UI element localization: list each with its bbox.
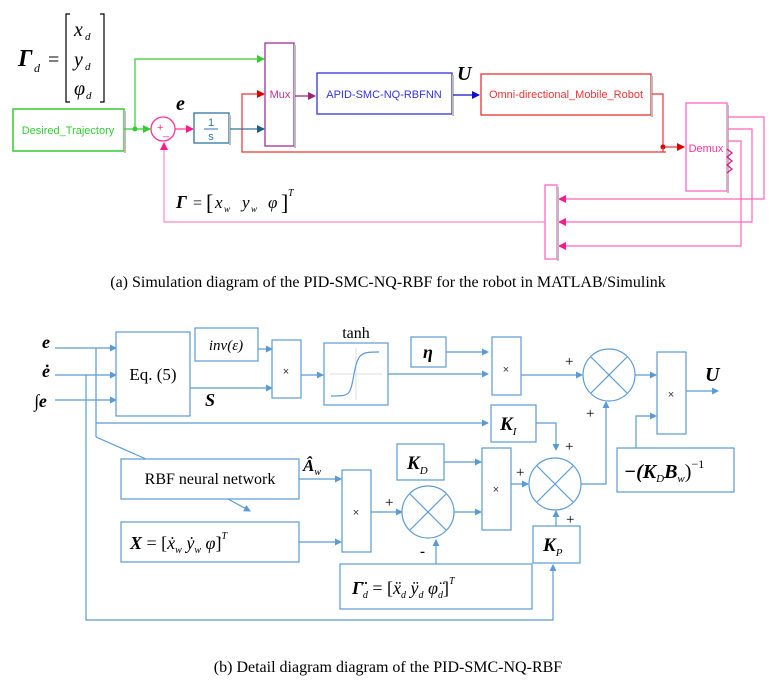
multiplier-1[interactable]: × [271, 339, 302, 399]
xw-sub: w [224, 204, 230, 214]
svg-text:]: ] [281, 190, 288, 215]
input-e-dot: ė [42, 361, 50, 381]
yw-entry: y [240, 193, 250, 212]
controller-block[interactable]: APID-SMC-NQ-RBFNN [316, 72, 454, 116]
transpose-mark: T [288, 188, 295, 199]
plus-sign: + [385, 495, 393, 511]
multiplier-output[interactable]: × [656, 351, 687, 435]
mux-label: Mux [270, 89, 291, 101]
sum-junction-top[interactable] [582, 348, 636, 402]
yw-sub: w [251, 204, 257, 214]
eq5-label: Eq. (5) [129, 365, 176, 384]
rbf-neural-network-block[interactable]: RBF neural network [120, 458, 300, 500]
yd-sub: d [85, 61, 91, 73]
input-e: e [42, 332, 50, 352]
sum-block[interactable]: + _ [150, 116, 176, 142]
plus-sign: + [565, 354, 573, 370]
eta-block[interactable]: η [410, 336, 447, 368]
svg-text:=: = [193, 195, 202, 212]
demux-label: Demux [689, 143, 724, 155]
robot-to-demux-line [652, 93, 685, 151]
integrator-block[interactable]: 1 s [193, 112, 231, 145]
rbf-label: RBF neural network [145, 471, 276, 488]
input-integral-e: ∫e [33, 391, 47, 412]
input-labels: e ė ∫e [33, 332, 50, 412]
trajectory-to-mux-line [134, 55, 265, 129]
caption-a: (a) Simulation diagram of the PID-SMC-NQ… [110, 274, 666, 291]
phi-entry: φ [268, 193, 277, 212]
kd-block[interactable]: KD [396, 443, 445, 481]
integrator-numerator: 1 [208, 117, 214, 129]
plus-sign: + [565, 439, 573, 455]
gamma-d-symbol: Γ [17, 46, 33, 72]
robot-block[interactable]: Omni-directional_Mobile_Robot [480, 73, 653, 117]
xd-entry: x [73, 19, 83, 41]
inv-eps-label: inv(ε) [209, 338, 243, 354]
feedback-vector-label: Γ = [ x w y w φ ] T [175, 188, 295, 215]
gamma-symbol: Γ [175, 192, 187, 212]
integrator-denominator: s [208, 131, 214, 143]
svg-text:=: = [48, 49, 59, 71]
multiply-sign: × [503, 364, 509, 376]
phid-entry: φ [74, 78, 85, 100]
desired-trajectory-label: Desired_Trajectory [22, 125, 115, 137]
plus-sign: + [586, 406, 594, 422]
plus-sign: + [566, 512, 574, 528]
sum-junction-lower-right[interactable] [528, 457, 582, 511]
yd-entry: y [72, 49, 83, 71]
sliding-surface-label: S [205, 390, 215, 410]
gamma-ddot-block[interactable]: Γ̈d = [ẍd ÿd φ̈d]T [339, 563, 533, 610]
robot-label: Omni-directional_Mobile_Robot [489, 89, 643, 101]
multiply-sign: × [283, 366, 289, 378]
multiplier-4[interactable]: × [481, 447, 512, 531]
xw-entry: x [214, 193, 223, 212]
mux-block[interactable]: Mux [264, 42, 296, 148]
x-vector-expression: X = [ẋw ẏw φ̇]T [129, 531, 228, 556]
sum-junction-lower-left[interactable] [401, 485, 455, 539]
eq5-block[interactable]: Eq. (5) [115, 331, 191, 417]
tanh-title: tanh [342, 325, 370, 342]
gain-inverse-block[interactable]: −(KDBw)−1 [616, 447, 735, 493]
error-signal-label: e [176, 93, 185, 115]
eta-label: η [423, 342, 433, 362]
ki-label: KI [499, 414, 518, 438]
svg-text:+: + [157, 122, 163, 134]
output-u-label: U [705, 364, 721, 386]
svg-text:[: [ [206, 190, 213, 215]
demux-output-lines [558, 116, 765, 250]
tanh-curve-icon [330, 351, 380, 397]
kp-block[interactable]: KP [532, 525, 581, 564]
feedback-mux-block[interactable] [544, 184, 559, 261]
multiplier-3[interactable]: × [341, 469, 372, 553]
caption-b: (b) Detail diagram diagram of the PID-SM… [214, 659, 562, 676]
multiply-sign: × [668, 389, 674, 401]
multiply-sign: × [353, 507, 359, 519]
desired-trajectory-block[interactable]: Desired_Trajectory [12, 108, 126, 153]
reference-vector-label: Γ d = x d y d φ d [17, 13, 105, 103]
multiply-sign: × [493, 484, 499, 496]
plus-sign: + [516, 465, 524, 481]
xd-sub: d [85, 31, 91, 43]
multiplier-2[interactable]: × [491, 336, 522, 396]
feedback-to-sum-line [160, 142, 545, 223]
svg-text:_: _ [162, 126, 170, 138]
gamma-d-subscript: d [34, 61, 41, 75]
controller-label: APID-SMC-NQ-RBFNN [326, 89, 442, 101]
kd-label: KD [406, 453, 428, 477]
kp-label: KP [542, 535, 563, 559]
ki-block[interactable]: KI [490, 404, 537, 443]
tanh-block[interactable] [323, 342, 389, 406]
minus-sign: - [420, 544, 425, 560]
control-signal-label: U [457, 63, 473, 85]
robot-output-to-mux-line [241, 90, 666, 153]
demux-block[interactable]: Demux [685, 102, 734, 193]
gain-inverse-expression: −(KDBw)−1 [624, 457, 704, 485]
x-vector-block[interactable]: X = [ẋw ẏw φ̇]T [120, 521, 300, 563]
a-hat-label: Âw [302, 456, 321, 478]
inv-eps-block[interactable]: inv(ε) [194, 327, 259, 362]
phid-sub: d [86, 90, 92, 102]
